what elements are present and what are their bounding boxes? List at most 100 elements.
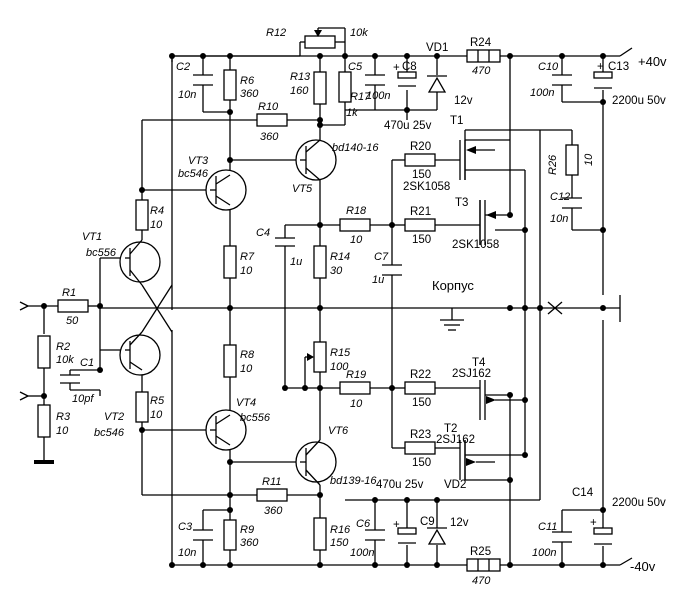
r21-value: 150 bbox=[412, 234, 431, 246]
t3-type: 2SK1058 bbox=[452, 239, 499, 251]
R4-body bbox=[135, 199, 149, 231]
c10-name: C10 bbox=[538, 61, 559, 73]
r7-value: 10 bbox=[240, 265, 253, 277]
r4-value: 10 bbox=[150, 219, 163, 231]
vd2-name: VD2 bbox=[444, 479, 466, 491]
c13-value: 2200u 50v bbox=[612, 95, 666, 107]
junction-dots bbox=[41, 53, 606, 568]
c11-value: 100n bbox=[532, 547, 556, 559]
vd1-name: VD1 bbox=[426, 42, 448, 54]
R24-body bbox=[466, 49, 501, 63]
svg-text:+: + bbox=[590, 517, 597, 529]
r17-value: 1k bbox=[346, 107, 358, 119]
r15-value: 100 bbox=[330, 361, 349, 373]
r9-value: 360 bbox=[240, 537, 259, 549]
r1-value: 50 bbox=[66, 315, 79, 327]
vt3-type: bc546 bbox=[178, 168, 209, 180]
vt4-type: bc556 bbox=[240, 412, 271, 424]
r1-name: R1 bbox=[62, 287, 76, 299]
svg-text:+: + bbox=[393, 62, 400, 74]
r6-name: R6 bbox=[240, 75, 255, 87]
t2-type: 2SJ162 bbox=[436, 434, 475, 446]
c3-value: 10n bbox=[178, 547, 196, 559]
R14-body bbox=[313, 245, 327, 279]
r6-value: 360 bbox=[240, 88, 259, 100]
svg-text:+: + bbox=[597, 61, 604, 73]
vt2-name: VT2 bbox=[104, 411, 124, 423]
R9-body bbox=[223, 519, 237, 551]
t4-type: 2SJ162 bbox=[452, 368, 491, 380]
vt1-type: bc556 bbox=[86, 247, 117, 259]
r3-name: R3 bbox=[56, 411, 71, 423]
pos-rail-label: +40v bbox=[638, 54, 667, 69]
R22-body bbox=[404, 381, 436, 395]
c6-value: 100n bbox=[350, 547, 374, 559]
vt6-type: bd139-16 bbox=[330, 475, 377, 487]
R8-body bbox=[223, 344, 237, 378]
R10-body bbox=[256, 113, 288, 127]
R7-body bbox=[223, 245, 237, 279]
R1-body bbox=[57, 299, 89, 313]
vt4-name: VT4 bbox=[236, 397, 256, 409]
r20-value: 150 bbox=[412, 169, 431, 181]
r18-value: 10 bbox=[350, 234, 363, 246]
vt5-type: bd140-16 bbox=[332, 142, 379, 154]
R11-body bbox=[256, 488, 288, 502]
r12-value: 10k bbox=[350, 27, 368, 39]
R16-body bbox=[313, 517, 327, 551]
c13-name: C13 bbox=[608, 61, 629, 73]
t1-name: T1 bbox=[450, 115, 463, 127]
c12-name: C12 bbox=[550, 191, 570, 203]
vd1-value: 12v bbox=[454, 95, 473, 107]
r8-name: R8 bbox=[240, 349, 255, 361]
r2-value: 10k bbox=[56, 354, 74, 366]
r8-value: 10 bbox=[240, 363, 253, 375]
c8-value: 470u 25v bbox=[384, 120, 432, 132]
r7-name: R7 bbox=[240, 251, 255, 263]
t1-type: 2SK1058 bbox=[403, 181, 450, 193]
R5-body bbox=[135, 391, 149, 423]
t3-name: T3 bbox=[455, 197, 468, 209]
bjt-symbols bbox=[119, 139, 337, 486]
capacitor-symbols: + + + + bbox=[60, 61, 613, 545]
r5-value: 10 bbox=[150, 409, 163, 421]
R12-body bbox=[304, 35, 336, 49]
r13-value: 160 bbox=[290, 85, 309, 97]
r4-name: R4 bbox=[150, 205, 164, 217]
svg-text:+: + bbox=[393, 519, 400, 531]
r26-name: R26 bbox=[547, 154, 559, 175]
vt1-name: VT1 bbox=[82, 231, 102, 243]
mosfet-symbols bbox=[459, 140, 510, 480]
c4-value: 1u bbox=[290, 256, 302, 268]
vt2-type: bc546 bbox=[94, 427, 125, 439]
r10-name: R10 bbox=[258, 101, 279, 113]
component-labels: +40v -40v Корпус VT1 bc556 VT2 bc546 VT3… bbox=[56, 27, 667, 587]
r2-name: R2 bbox=[56, 341, 70, 353]
r22-name: R22 bbox=[410, 369, 431, 381]
r10-value: 360 bbox=[260, 131, 279, 143]
r15-name: R15 bbox=[330, 347, 351, 359]
R18-body bbox=[339, 218, 371, 232]
r9-name: R9 bbox=[240, 524, 254, 536]
r14-value: 30 bbox=[330, 265, 343, 277]
r19-value: 10 bbox=[350, 398, 363, 410]
t4-name: T4 bbox=[472, 357, 486, 369]
r19-name: R19 bbox=[346, 369, 366, 381]
R3-body bbox=[37, 404, 51, 438]
R15-body bbox=[313, 341, 327, 373]
R2-body bbox=[37, 335, 51, 369]
r16-name: R16 bbox=[330, 524, 351, 536]
t2-name: T2 bbox=[444, 423, 457, 435]
r11-name: R11 bbox=[262, 476, 281, 488]
R17-body bbox=[338, 71, 352, 103]
r16-value: 150 bbox=[330, 537, 349, 549]
case-label: Корпус bbox=[432, 278, 474, 293]
vt5-name: VT5 bbox=[292, 183, 313, 195]
r5-name: R5 bbox=[150, 395, 165, 407]
R20-body bbox=[404, 153, 436, 167]
r25-value: 470 bbox=[472, 575, 491, 587]
c5-name: C5 bbox=[348, 61, 363, 73]
c9-value: 470u 25v bbox=[376, 479, 424, 491]
c4-name: C4 bbox=[256, 227, 270, 239]
